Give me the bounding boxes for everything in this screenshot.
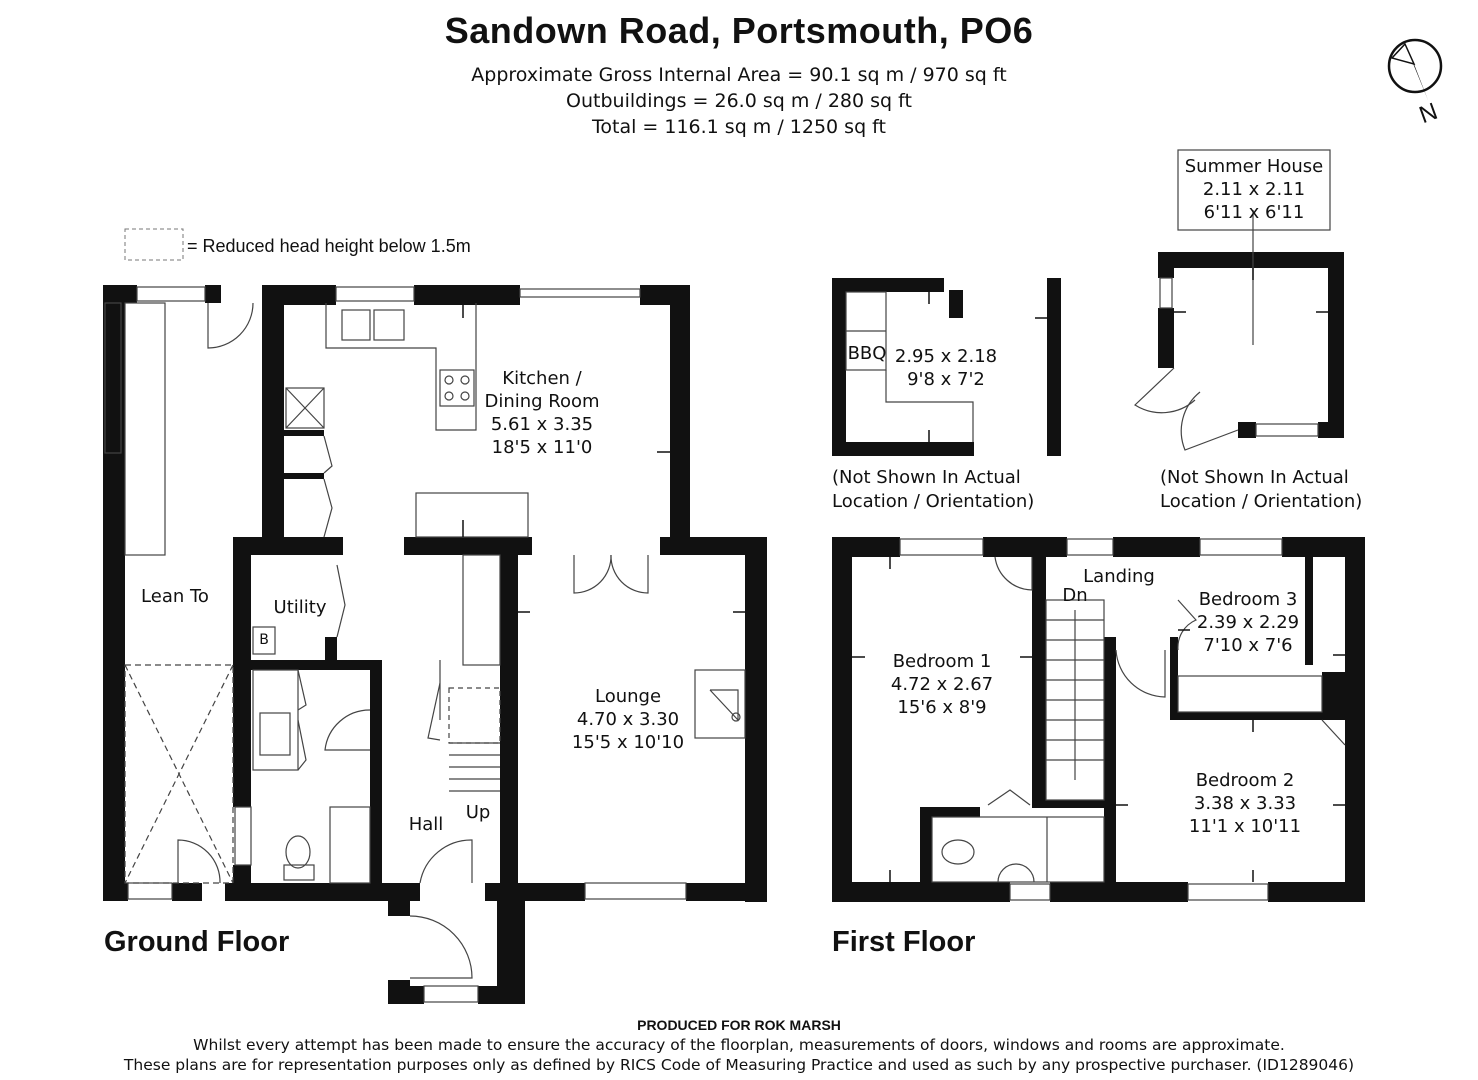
outbuilding-location-note: (Not Shown In Actual Location / Orientat…	[832, 467, 1035, 512]
room-label-bedroom-3: Bedroom 3 2.39 x 2.29 7'10 x 7'6	[1196, 589, 1300, 656]
first-floor-details	[899, 538, 1346, 901]
outbuilding-details	[845, 291, 974, 442]
reduced-height-legend-label: = Reduced head height below 1.5m	[187, 236, 471, 256]
room-label-boiler: B	[259, 632, 269, 648]
footer-producer: PRODUCED FOR ROK MARSH	[637, 1017, 841, 1033]
room-label-summer-house: Summer House 2.11 x 2.11 6'11 x 6'11	[1184, 156, 1324, 223]
reduced-height-legend-swatch	[124, 228, 184, 261]
stairs-down-label: Dn	[1062, 585, 1088, 606]
total-area: Total = 116.1 sq m / 1250 sq ft	[592, 116, 886, 138]
footer-disclaimer-2: These plans are for representation purpo…	[123, 1056, 1355, 1074]
first-floor-plan	[832, 537, 1365, 902]
outbuilding-plan	[832, 278, 1061, 456]
summer-house-plan	[1158, 252, 1344, 438]
dimension-markers	[462, 268, 1345, 882]
room-label-lounge: Lounge 4.70 x 3.30 15'5 x 10'10	[571, 686, 685, 753]
room-label-bedroom-2: Bedroom 2 3.38 x 3.33 11'1 x 10'11	[1188, 770, 1302, 837]
room-label-kitchen: Kitchen / Dining Room 5.61 x 3.35 18'5 x…	[484, 368, 600, 458]
north-compass-icon	[1387, 38, 1443, 100]
outbuildings-area: Outbuildings = 26.0 sq m / 280 sq ft	[566, 90, 912, 112]
ground-floor-label: Ground Floor	[104, 926, 290, 958]
room-label-utility: Utility	[273, 597, 327, 618]
stairs-up-label: Up	[465, 802, 491, 823]
room-label-landing: Landing	[1083, 566, 1155, 587]
summer-house-location-note: (Not Shown In Actual Location / Orientat…	[1160, 467, 1363, 512]
room-label-lean-to: Lean To	[141, 586, 209, 607]
first-floor-label: First Floor	[832, 926, 976, 958]
room-label-bedroom-1: Bedroom 1 4.72 x 2.67 15'6 x 8'9	[890, 651, 994, 718]
room-label-bbq: BBQ	[847, 343, 887, 364]
ground-floor-details	[104, 286, 746, 1003]
ground-floor-plan	[103, 285, 767, 1004]
room-label-hall: Hall	[408, 814, 444, 835]
gross-internal-area: Approximate Gross Internal Area = 90.1 s…	[471, 64, 1007, 86]
footer-disclaimer-1: Whilst every attempt has been made to en…	[193, 1036, 1285, 1054]
room-label-outbuilding: 2.95 x 2.18 9'8 x 7'2	[894, 346, 998, 390]
page-title: Sandown Road, Portsmouth, PO6	[444, 10, 1034, 51]
